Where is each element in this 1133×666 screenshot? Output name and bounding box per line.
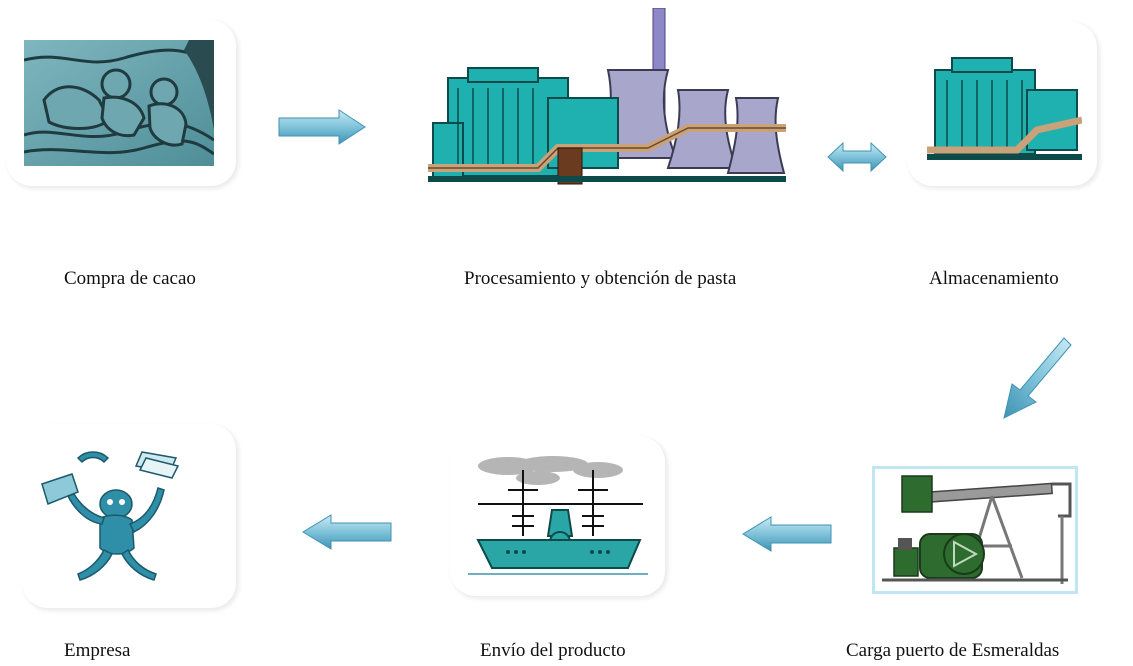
step-label-carga: Carga puerto de Esmeraldas [846,640,1060,661]
arrow-left-icon [302,514,392,550]
arrow-left-icon [742,516,832,552]
step-label-compra: Compra de cacao [64,268,196,289]
factory-picture-icon [428,8,786,185]
step-frame-empresa [22,424,237,609]
double-arrow-icon [827,141,887,173]
step-label-almacenamiento: Almacenamiento [929,268,1059,289]
step-label-envio: Envío del producto [480,640,626,661]
arrow-down-left-icon [1003,337,1072,419]
arrow-right-icon [278,109,366,145]
step-label-empresa: Empresa [64,640,131,661]
office-worker-picture-icon [41,451,180,581]
warehouse-picture-icon [927,57,1082,160]
oil-pump-picture-icon [872,466,1078,594]
ship-picture-icon [468,456,648,575]
farmers-picture-icon [24,40,214,166]
step-label-procesamiento: Procesamiento y obtención de pasta [464,268,737,289]
